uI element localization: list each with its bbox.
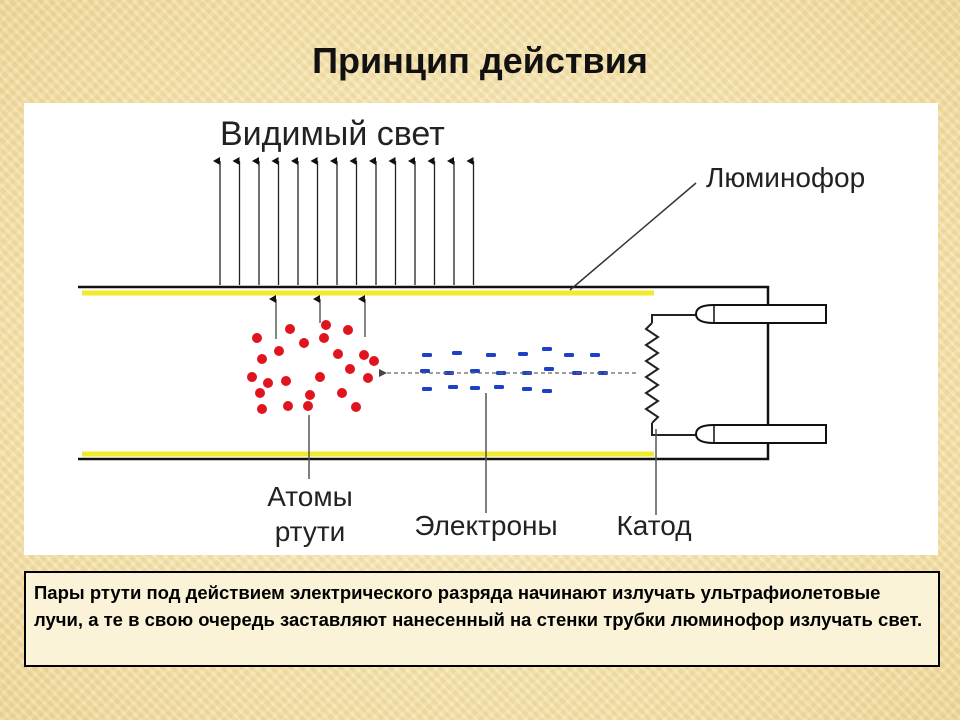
electron — [598, 371, 608, 375]
cathode-lead-bottom — [651, 423, 696, 436]
mercury-atom — [369, 356, 379, 366]
electron — [522, 387, 532, 391]
mercury-atom — [359, 350, 369, 360]
electron — [518, 352, 528, 356]
electron — [420, 369, 430, 373]
mercury-atom — [283, 401, 293, 411]
mercury-atom — [345, 364, 355, 374]
mercury-atoms — [247, 320, 379, 414]
mercury-atom — [315, 372, 325, 382]
fluorescent-lamp-diagram: Видимый свет Люминофор — [24, 103, 938, 555]
electron — [452, 351, 462, 355]
tube-outline — [78, 285, 770, 461]
mercury-atom — [343, 325, 353, 335]
mercury-atom — [299, 338, 309, 348]
mercury-atom — [252, 333, 262, 343]
visible-light-label: Видимый свет — [220, 115, 445, 153]
electrons-label: Электроны — [414, 510, 557, 541]
electron — [470, 386, 480, 390]
phosphor-label: Люминофор — [706, 162, 865, 193]
mercury-atom — [281, 376, 291, 386]
cathode-label: Катод — [616, 510, 691, 541]
electron — [544, 367, 554, 371]
electron — [470, 369, 480, 373]
mercury-atom — [303, 401, 313, 411]
mercury-atom — [257, 404, 267, 414]
mercury-atom — [351, 402, 361, 412]
mercury-atom — [337, 388, 347, 398]
uv-ray-arrows — [269, 295, 366, 339]
connector-pin-top — [694, 304, 827, 324]
slide-title: Принцип действия — [312, 40, 648, 81]
mercury-atom — [247, 372, 257, 382]
electron — [448, 385, 458, 389]
mercury-atoms-label-line2: ртути — [275, 516, 346, 547]
mercury-atom — [285, 324, 295, 334]
mercury-atom — [319, 333, 329, 343]
connector-pin-bottom — [694, 424, 827, 444]
electron — [542, 347, 552, 351]
electron — [564, 353, 574, 357]
mercury-atom — [305, 390, 315, 400]
electron — [494, 385, 504, 389]
mercury-atom — [333, 349, 343, 359]
electron — [590, 353, 600, 357]
electron — [422, 387, 432, 391]
mercury-atom — [257, 354, 267, 364]
mercury-atom — [255, 388, 265, 398]
electrons — [420, 347, 608, 393]
mercury-atom — [321, 320, 331, 330]
phosphor-pointer-line — [569, 182, 697, 291]
description-caption: Пары ртути под действием электрического … — [24, 571, 940, 667]
mercury-atom — [363, 373, 373, 383]
electron — [422, 353, 432, 357]
electron — [486, 353, 496, 357]
electron — [542, 389, 552, 393]
diagram-svg: Видимый свет Люминофор — [78, 115, 865, 547]
cathode-lead-top — [651, 314, 696, 323]
mercury-atom — [263, 378, 273, 388]
electron — [444, 371, 454, 375]
mercury-atom — [274, 346, 284, 356]
cathode-filament — [644, 322, 660, 424]
visible-light-arrows — [213, 157, 475, 285]
mercury-atoms-label-line1: Атомы — [267, 481, 353, 512]
